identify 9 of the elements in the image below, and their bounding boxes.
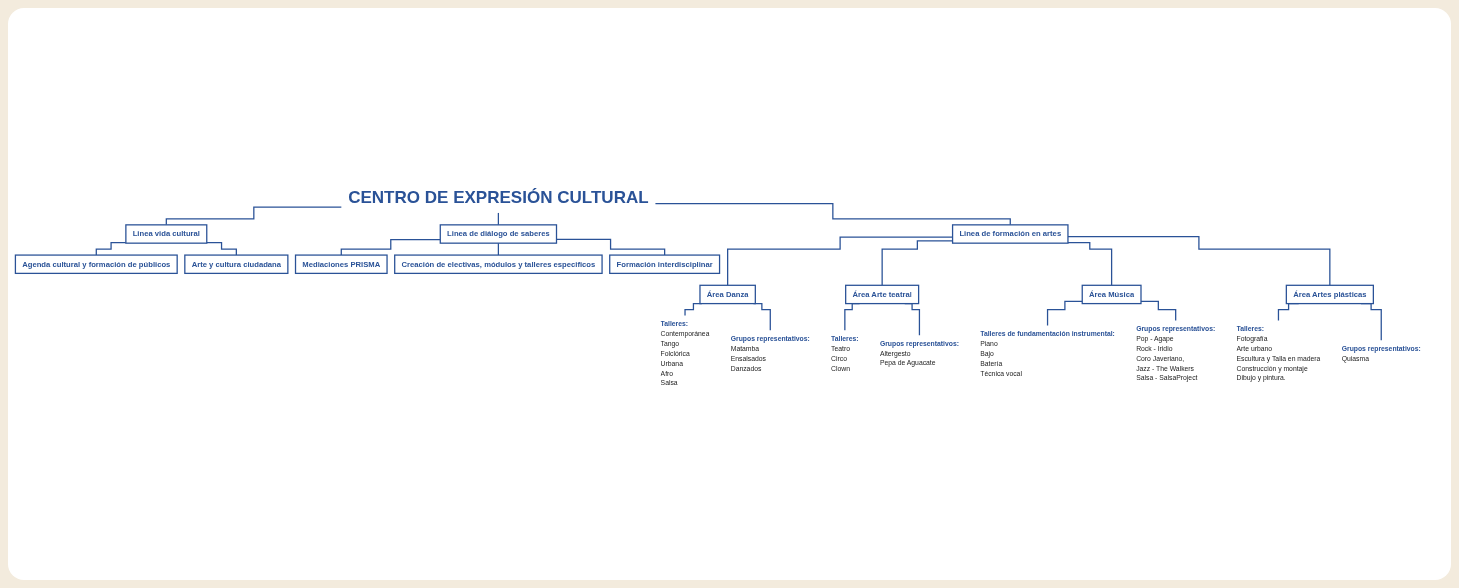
connector (654, 202, 1011, 226)
connector (340, 238, 441, 256)
connector (95, 242, 127, 256)
connector (206, 242, 237, 256)
connector (1046, 300, 1083, 326)
connector (1067, 236, 1331, 286)
connector (1067, 241, 1113, 286)
node-text: CENTRO DE EXPRESIÓN CULTURAL (348, 187, 649, 207)
connector (165, 206, 342, 226)
